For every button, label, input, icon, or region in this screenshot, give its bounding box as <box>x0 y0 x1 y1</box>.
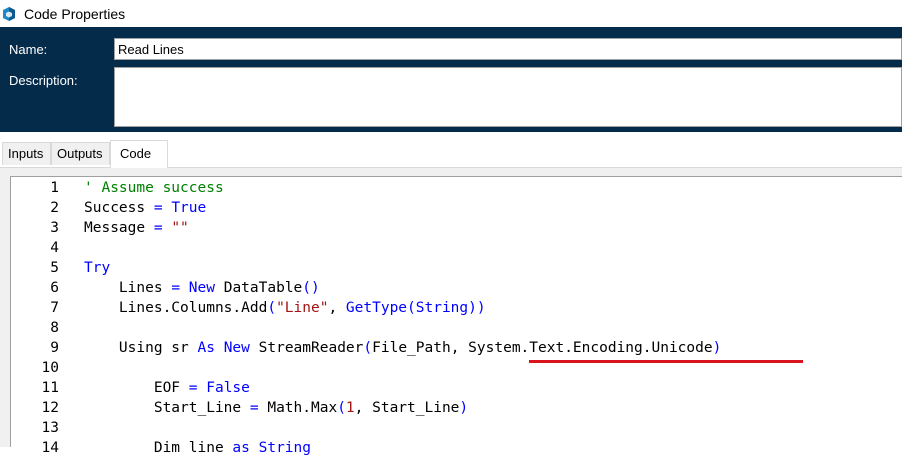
code-token: As <box>197 340 215 356</box>
code-line: 7 Lines.Columns.Add("Line", GetType(Stri… <box>11 298 903 318</box>
code-text: Lines.Columns.Add("Line", GetType(String… <box>84 298 486 318</box>
code-line: 11 EOF = False <box>11 378 903 398</box>
code-token: = <box>171 280 189 296</box>
code-token: ( <box>363 340 373 356</box>
code-token: String <box>249 440 311 456</box>
code-token: Success <box>84 200 154 216</box>
code-token <box>215 340 224 356</box>
code-token: = <box>153 220 172 236</box>
line-number: 4 <box>50 240 59 256</box>
code-token: "Line" <box>276 300 329 316</box>
code-token: Try <box>84 260 111 276</box>
code-token: File_Path, System.Text.Encoding.Unicode <box>372 340 713 356</box>
code-text: Try <box>84 258 110 278</box>
code-text: Lines = New DataTable() <box>84 278 320 298</box>
code-token: ) <box>712 340 722 356</box>
line-number: 3 <box>50 220 59 236</box>
code-token: () <box>302 280 320 296</box>
code-line: 2 Success = True <box>11 198 903 218</box>
name-label: Name: <box>9 42 48 57</box>
code-token: = <box>153 200 172 216</box>
code-text: Success = True <box>84 198 206 218</box>
code-token: EOF <box>84 380 189 396</box>
line-number: 9 <box>50 340 59 356</box>
line-number: 6 <box>50 280 59 296</box>
code-token: = <box>188 380 207 396</box>
code-line: 12 Start_Line = Math.Max(1, Start_Line) <box>11 398 903 418</box>
code-line: 14 Dim line as String <box>11 438 903 458</box>
line-number: 2 <box>50 200 59 216</box>
code-token: True <box>171 200 207 216</box>
code-token: "" <box>171 220 189 236</box>
code-line: 4 <box>11 238 903 258</box>
code-editor[interactable]: 1 ' Assume success 2 Success = True 3 Message… <box>10 176 903 456</box>
code-token: , Start_Line <box>354 400 460 416</box>
code-stage-icon <box>3 6 15 21</box>
code-token: Using sr <box>84 340 198 356</box>
code-line: 13 <box>11 418 903 438</box>
code-token: ( <box>337 400 346 416</box>
code-token: Message <box>84 220 154 236</box>
code-token: DataTable <box>214 280 303 296</box>
title-bar: Code Properties <box>0 0 902 27</box>
code-token: Math.Max <box>267 400 338 416</box>
code-token: String <box>415 300 469 316</box>
tab-inputs[interactable]: Inputs <box>2 142 51 165</box>
code-token: 1 <box>345 400 355 416</box>
code-line: 8 <box>11 318 903 338</box>
code-text: Using sr As New StreamReader(File_Path, … <box>84 338 721 358</box>
code-line: 9 Using sr As New StreamReader(File_Path… <box>11 338 903 358</box>
code-text: Start_Line = Math.Max(1, Start_Line) <box>84 398 468 418</box>
tab-strip: Inputs Outputs Code <box>0 132 902 169</box>
code-token: ' Assume success <box>84 180 224 196</box>
line-number: 5 <box>50 260 59 276</box>
line-number: 8 <box>50 320 59 336</box>
code-token: False <box>206 380 250 396</box>
code-text: Message = "" <box>84 218 189 238</box>
code-line: 1 ' Assume success <box>11 178 903 198</box>
line-number: 12 <box>41 400 59 416</box>
line-number: 11 <box>41 380 59 396</box>
code-token: ) <box>459 400 469 416</box>
name-input[interactable] <box>114 38 902 60</box>
properties-panel: Name: Description: <box>0 27 902 132</box>
description-input[interactable] <box>114 67 902 127</box>
tab-code[interactable]: Code <box>110 140 168 169</box>
code-token: as <box>232 440 250 456</box>
code-token: ( <box>407 300 416 316</box>
code-token: GetType <box>345 300 408 316</box>
code-text: Dim line as String <box>84 438 311 458</box>
code-token: )) <box>468 300 486 316</box>
code-line: 5 Try <box>11 258 903 278</box>
code-token: ( <box>267 300 277 316</box>
line-number: 14 <box>41 440 59 456</box>
code-line: 3 Message = "" <box>11 218 903 238</box>
code-token: = <box>249 400 268 416</box>
code-token: Start_Line <box>84 400 250 416</box>
code-line: 6 Lines = New DataTable() <box>11 278 903 298</box>
line-number: 13 <box>41 420 59 436</box>
code-token: , <box>328 300 346 316</box>
description-label: Description: <box>9 73 78 88</box>
code-token: New <box>188 280 215 296</box>
code-token: New <box>223 340 250 356</box>
code-token: Lines.Columns.Add <box>84 300 268 316</box>
code-token: StreamReader <box>249 340 364 356</box>
line-number: 10 <box>41 360 59 376</box>
tab-outputs[interactable]: Outputs <box>51 142 110 165</box>
code-text: EOF = False <box>84 378 250 398</box>
line-number: 7 <box>50 300 59 316</box>
code-tab-panel: 1 ' Assume success 2 Success = True 3 Message… <box>0 168 903 456</box>
line-number: 1 <box>50 180 59 196</box>
window-title: Code Properties <box>24 5 126 22</box>
code-text: ' Assume success <box>84 178 224 198</box>
annotation-underline <box>529 360 803 363</box>
code-line: 10 <box>11 358 903 378</box>
code-token: Lines <box>84 280 172 296</box>
code-token: Dim line <box>84 440 233 456</box>
